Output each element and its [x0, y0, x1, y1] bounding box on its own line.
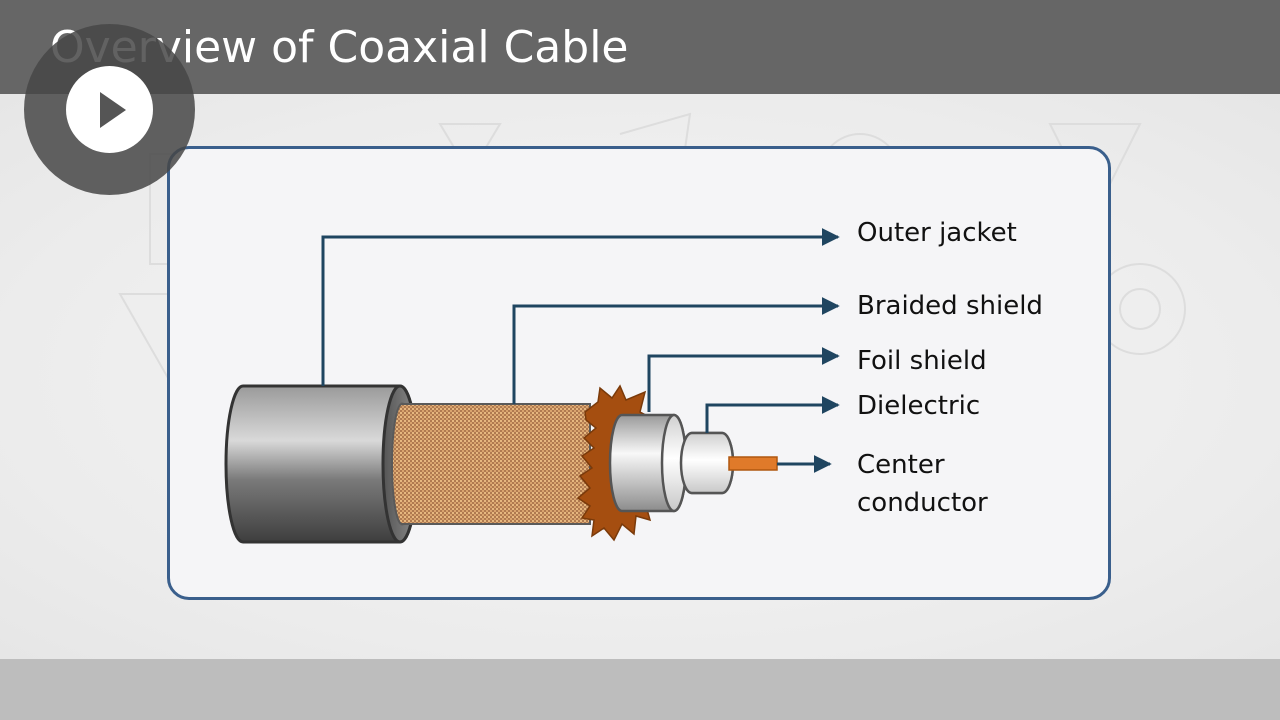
label-braided-shield: Braided shield [857, 291, 1043, 321]
outer-jacket-leader [321, 228, 840, 386]
dielectric-leader [705, 396, 840, 433]
center-conductor-shape [728, 456, 778, 471]
play-button[interactable] [24, 24, 195, 195]
header-bar [0, 0, 1280, 94]
play-icon[interactable] [100, 92, 126, 128]
label-dielectric: Dielectric [857, 391, 981, 421]
footer-bar [0, 659, 1280, 720]
label-foil-shield: Foil shield [857, 346, 987, 376]
foil-shield-leader [647, 347, 840, 412]
outer-jacket-shape [224, 384, 419, 544]
dielectric-shape [608, 413, 735, 513]
braided-shield-leader [512, 297, 840, 404]
label-center-conductor-line1: Center [857, 450, 945, 480]
label-center-conductor-line2: conductor [857, 488, 988, 518]
play-button-inner[interactable] [66, 66, 153, 153]
braided-shield-shape [391, 403, 591, 525]
label-outer-jacket: Outer jacket [857, 218, 1017, 248]
